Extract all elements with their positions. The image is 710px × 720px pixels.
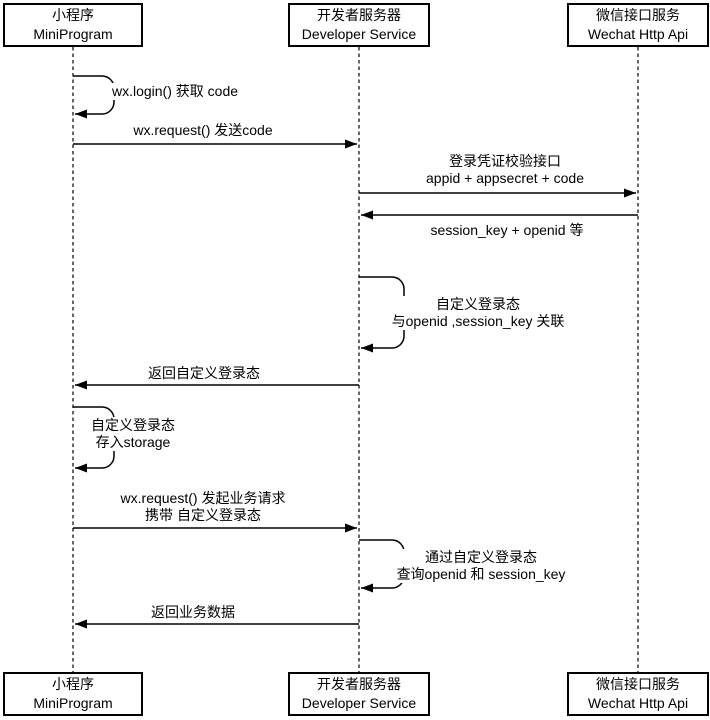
msg-label-custom-login-state: 自定义登录态 与openid ,session_key 关联 (389, 296, 567, 330)
msg-line: wx.request() 发起业务请求 (120, 490, 286, 506)
participant-top-developer-service: 开发者服务器 Developer Service (288, 3, 430, 47)
participant-name-zh: 微信接口服务 (596, 7, 680, 23)
participant-name-en: Developer Service (301, 695, 417, 711)
msg-line: 携带 自定义登录态 (145, 507, 261, 523)
participant-name-zh: 小程序 (52, 7, 94, 23)
msg-label-query-openid-session-key: 通过自定义登录态 查询openid 和 session_key (394, 549, 568, 583)
msg-line: 通过自定义登录态 (425, 549, 537, 565)
msg-label-store-storage: 自定义登录态 存入storage (89, 417, 177, 451)
msg-line: session_key + openid 等 (430, 222, 584, 238)
participant-name-en: MiniProgram (33, 695, 113, 711)
participant-top-wechat-http-api: 微信接口服务 Wechat Http Api (567, 3, 709, 47)
participant-name-zh: 小程序 (52, 676, 94, 692)
participant-name-zh: 微信接口服务 (596, 676, 680, 692)
msg-label-wx-login: wx.login() 获取 code (109, 83, 241, 100)
msg-line: 自定义登录态 (91, 417, 175, 433)
msg-line: appid + appsecret + code (425, 170, 585, 186)
msg-line: 与openid ,session_key 关联 (391, 313, 565, 329)
participant-bottom-wechat-http-api: 微信接口服务 Wechat Http Api (567, 672, 709, 716)
msg-label-business-request: wx.request() 发起业务请求 携带 自定义登录态 (118, 490, 288, 524)
msg-label-return-custom-login-state: 返回自定义登录态 (146, 365, 262, 382)
msg-line: 返回业务数据 (151, 604, 235, 620)
msg-label-wx-request-send-code: wx.request() 发送code (131, 122, 275, 139)
msg-line: 自定义登录态 (435, 296, 520, 312)
participant-top-miniprogram: 小程序 MiniProgram (3, 3, 143, 47)
participant-name-en: Developer Service (301, 26, 417, 42)
participant-bottom-miniprogram: 小程序 MiniProgram (3, 672, 143, 716)
participant-name-en: Wechat Http Api (587, 26, 689, 42)
msg-line: 登录凭证校验接口 (448, 153, 561, 169)
msg-line: 存入storage (95, 434, 171, 450)
msg-line: 查询openid 和 session_key (396, 566, 566, 582)
participant-name-zh: 开发者服务器 (317, 7, 401, 23)
msg-line: 返回自定义登录态 (148, 365, 260, 381)
msg-label-session-key-openid: session_key + openid 等 (428, 222, 586, 239)
msg-line: wx.request() 发送code (133, 122, 273, 138)
msg-label-return-business-data: 返回业务数据 (149, 604, 237, 621)
participant-name-en: Wechat Http Api (587, 695, 689, 711)
self-loop-wx-login (73, 75, 115, 119)
participant-name-zh: 开发者服务器 (317, 676, 401, 692)
participant-name-en: MiniProgram (33, 26, 113, 42)
msg-line: wx.login() 获取 code (111, 83, 239, 99)
msg-label-login-credential-check: 登录凭证校验接口 appid + appsecret + code (423, 153, 587, 187)
participant-bottom-developer-service: 开发者服务器 Developer Service (288, 672, 430, 716)
